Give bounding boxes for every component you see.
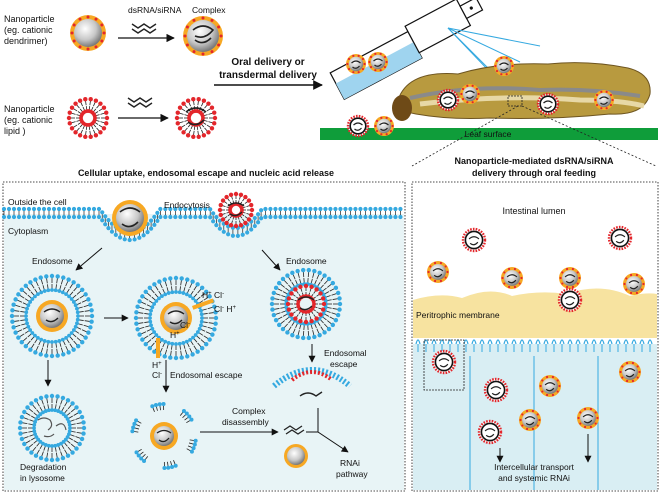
zoom-line-right (521, 105, 657, 167)
outside-cell-label: Outside the cell (8, 197, 67, 207)
endosome-left-label: Endosome (32, 256, 73, 266)
complex-entering (112, 200, 148, 236)
dendrimer-complex (183, 16, 223, 56)
np2-label-line2: (eg. cationic (4, 115, 53, 125)
dsrna-strand-icon-2 (127, 97, 153, 108)
free-nanoparticle (284, 444, 308, 468)
np2-label-line1: Nanoparticle (4, 104, 55, 114)
peritrophic-membrane (413, 288, 657, 338)
caterpillar-icon (392, 62, 651, 121)
svg-text:Cl-: Cl- (180, 320, 190, 330)
endosome-right (269, 267, 343, 341)
peritrophic-label: Peritrophic membrane (416, 310, 500, 320)
left-panel-title: Cellular uptake, endosomal escape and nu… (78, 168, 334, 178)
endocytosis-label: Endocytosis (164, 200, 210, 210)
rnai-line2: pathway (336, 469, 368, 479)
endosomal-escape-right-line1: Endosomal (324, 348, 367, 358)
leaf-surface (320, 128, 658, 140)
svg-text:H+: H+ (170, 330, 180, 340)
np1-label-line2: (eg. cationic (4, 25, 53, 35)
sprayed-particles (346, 52, 614, 138)
endosomal-escape-right-line2: escape (330, 359, 358, 369)
np1-label-line1: Nanoparticle (4, 14, 55, 24)
transport-line2: and systemic RNAi (498, 473, 570, 483)
endosomal-escape-mid-label: Endosomal escape (170, 370, 243, 380)
right-panel-title-line1: Nanoparticle-mediated dsRNA/siRNA (454, 156, 614, 166)
disassembly-line1: Complex (232, 406, 266, 416)
cytoplasm-label: Cytoplasm (8, 226, 48, 236)
complex-label: Complex (192, 5, 226, 15)
right-panel-title-line2: delivery through oral feeding (472, 168, 596, 178)
rnai-line1: RNAi (340, 458, 360, 468)
np2-label-line3: lipid ) (4, 126, 26, 136)
lysosome (17, 393, 87, 463)
degradation-line1: Degradation (20, 462, 67, 472)
zoom-line-left (411, 105, 519, 167)
escaped-complex (130, 402, 198, 470)
oral-feeding-panel: Nanoparticle-mediated dsRNA/siRNA delive… (411, 156, 659, 492)
svg-text:Cl- H+: Cl- H+ (214, 304, 237, 314)
endosome-right-label: Endosome (286, 256, 327, 266)
top-section: Nanoparticle (eg. cationic dendrimer) ds… (4, 0, 658, 167)
cellular-uptake-panel: Cellular uptake, endosomal escape and nu… (1, 168, 406, 492)
lumen-particles (427, 225, 645, 445)
leaf-surface-label: Leaf surface (465, 129, 512, 139)
intestinal-lumen-label: Intestinal lumen (502, 206, 565, 216)
cationic-lipid-nanoparticle (66, 96, 110, 140)
lipid-complex-entering (217, 191, 255, 229)
svg-text:H+ Cl-: H+ Cl- (202, 290, 224, 300)
dsrna-label: dsRNA/siRNA (128, 5, 182, 15)
svg-text:Cl-: Cl- (152, 370, 162, 380)
transport-line1: Intercellular transport (494, 462, 574, 472)
dsrna-strand-icon (131, 23, 157, 34)
cationic-dendrimer-nanoparticle (70, 15, 106, 51)
delivery-label-line2: transdermal delivery (219, 70, 317, 81)
degradation-line2: in lysosome (20, 473, 65, 483)
released-rna-icon (299, 391, 323, 397)
np1-label-line3: dendrimer) (4, 36, 48, 46)
disassembly-line2: disassembly (222, 417, 270, 427)
ion-labels: H+ Cl- Cl- H+ Cl- H+ H+ Cl- (152, 290, 237, 380)
released-dsrna-icon (283, 425, 305, 435)
svg-text:H+: H+ (152, 360, 162, 370)
fused-membrane (272, 367, 352, 389)
endosome-middle (133, 275, 219, 361)
lipid-complex (174, 96, 218, 140)
delivery-label-line1: Oral delivery or (231, 57, 304, 68)
endosome-left (9, 273, 95, 359)
